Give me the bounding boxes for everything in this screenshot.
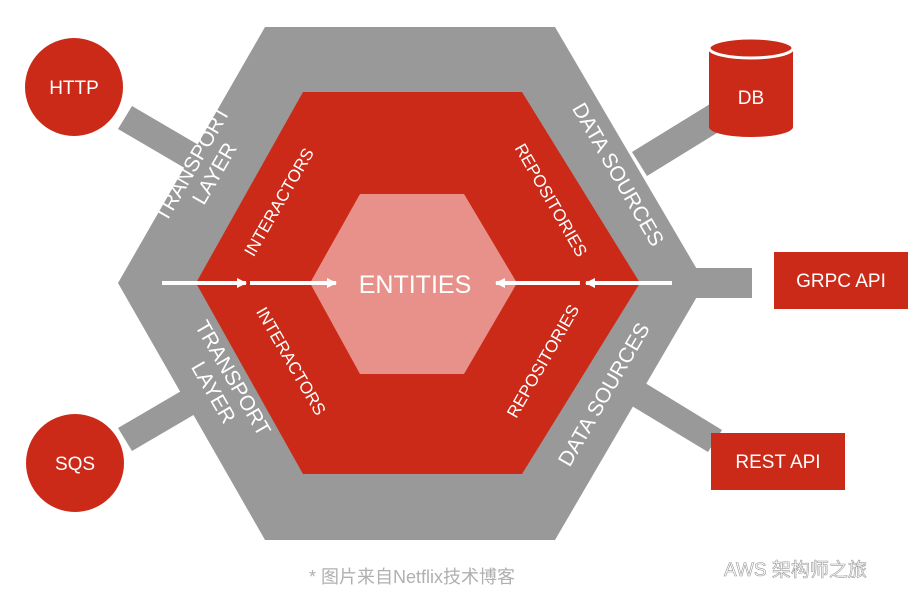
db-cylinder-top [707,36,795,60]
caption: * 图片来自Netflix技术博客 [309,567,515,587]
sqs-node: SQS [26,414,124,512]
connector-db [632,104,725,176]
entities-hexagon [310,194,517,374]
db-cylinder-icon [709,48,793,137]
wechat-icon [686,554,717,579]
http-circle [25,38,123,136]
grpc-node: GRPC API [774,252,908,309]
db-label: DB [738,88,764,109]
sqs-label: SQS [55,454,95,475]
http-node: HTTP [25,38,123,136]
entities-label: ENTITIES [359,271,472,299]
connector-grpc [690,268,752,298]
sqs-circle [26,414,124,512]
rest-label: REST API [735,452,820,473]
http-label: HTTP [49,78,99,99]
db-node: DB [707,36,795,137]
grpc-box [774,252,908,309]
connector-rest [622,378,722,452]
grpc-label: GRPC API [796,271,886,292]
watermark: AWS 架构师之旅 [686,554,867,581]
rest-node: REST API [711,433,845,490]
rest-box [711,433,845,490]
watermark-text: AWS 架构师之旅 [724,559,867,581]
